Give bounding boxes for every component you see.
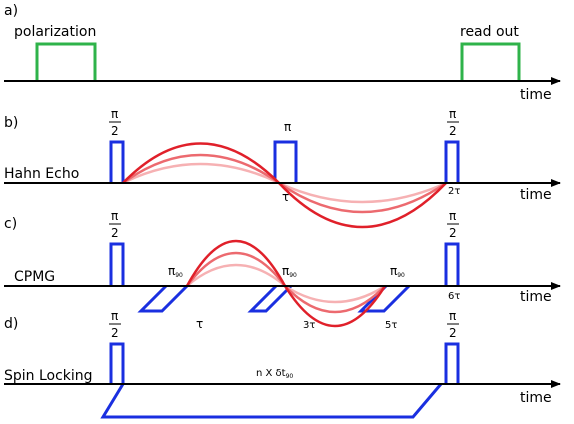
polarization-label: polarization xyxy=(14,24,96,40)
cpmg-label: CPMG xyxy=(14,269,55,285)
tau-label-c: τ xyxy=(196,317,203,331)
pi-half-den-d1: 2 xyxy=(111,326,119,340)
two-tau-label: 2τ xyxy=(448,186,460,197)
panel-d-tag: d) xyxy=(4,316,18,332)
signal-mid-b1 xyxy=(122,153,280,185)
pi-half-num-b1: π xyxy=(111,107,118,121)
pi-half-pulse-b1 xyxy=(109,140,125,183)
pi90-label-c1: π90 xyxy=(168,264,183,279)
time-label-d: time xyxy=(520,390,552,406)
panel-c-tag: c) xyxy=(4,216,17,232)
pi-pulse-b xyxy=(273,140,298,183)
signal-mid-c1 xyxy=(185,251,287,287)
panel-a-tag: a) xyxy=(4,3,18,19)
panel-b-tag: b) xyxy=(4,115,18,131)
pi-half-num-d2: π xyxy=(449,309,456,323)
signal-mid-b2 xyxy=(278,181,447,214)
spin-locking-label: Spin Locking xyxy=(4,368,93,384)
signal-strong-b2 xyxy=(278,182,447,229)
pi90-pulse-c2 xyxy=(247,284,293,313)
pi-half-pulse-c1 xyxy=(109,242,125,286)
signal-weak-c1 xyxy=(186,263,286,287)
time-label-c: time xyxy=(520,289,552,305)
panel-a: a) polarization read out time xyxy=(4,3,561,103)
pi90-pulse-c3 xyxy=(357,284,411,313)
pi-half-den-c2: 2 xyxy=(449,226,457,240)
spin-lock-pulse xyxy=(100,383,443,419)
signal-strong-c2 xyxy=(283,285,387,328)
pi-label-b: π xyxy=(284,120,291,134)
pi-half-num-d1: π xyxy=(111,309,118,323)
pi-half-num-b2: π xyxy=(449,107,456,121)
hahn-echo-label: Hahn Echo xyxy=(4,166,79,182)
pi-half-num-c2: π xyxy=(449,209,456,223)
polarization-pulse xyxy=(35,42,97,81)
time-label-b: time xyxy=(520,187,552,203)
readout-pulse xyxy=(460,42,521,81)
tau-label-b: τ xyxy=(282,190,289,204)
pi-half-pulse-b2 xyxy=(444,140,460,183)
pi-half-den-b2: 2 xyxy=(449,124,457,138)
readout-label: read out xyxy=(460,24,519,40)
six-tau-label: 6τ xyxy=(448,291,460,302)
pi90-label-c3: π90 xyxy=(390,264,405,279)
signal-weak-c2 xyxy=(284,284,386,304)
pi-half-den-c1: 2 xyxy=(111,226,119,240)
panel-b: b) Hahn Echo π 2 π π 2 τ 2τ time xyxy=(4,107,561,229)
signal-strong-b1 xyxy=(122,142,280,184)
signal-weak-b1 xyxy=(122,162,280,185)
pi-half-pulse-d2 xyxy=(444,342,460,384)
lock-duration-label: n X δt90 xyxy=(256,368,293,380)
pi-half-num-c1: π xyxy=(111,209,118,223)
three-tau-label: 3τ xyxy=(303,320,315,331)
pi-half-den-b1: 2 xyxy=(111,124,119,138)
signal-weak-b2 xyxy=(278,181,447,204)
time-label-a: time xyxy=(520,87,552,103)
panel-d: d) Spin Locking π 2 π 2 n X δt90 time xyxy=(4,309,561,419)
panel-c: c) CPMG π 2 π 2 π90 π90 π90 τ 3τ 5τ 6τ t… xyxy=(4,209,561,331)
signal-strong-c1 xyxy=(185,239,287,287)
pi-half-pulse-c2 xyxy=(444,242,460,286)
signal-mid-c2 xyxy=(284,285,386,314)
pi-half-pulse-d1 xyxy=(109,342,125,384)
pi-half-den-d2: 2 xyxy=(449,326,457,340)
pi90-label-c2: π90 xyxy=(282,264,297,279)
pi90-pulse-c1 xyxy=(137,284,189,313)
five-tau-label: 5τ xyxy=(385,320,397,331)
